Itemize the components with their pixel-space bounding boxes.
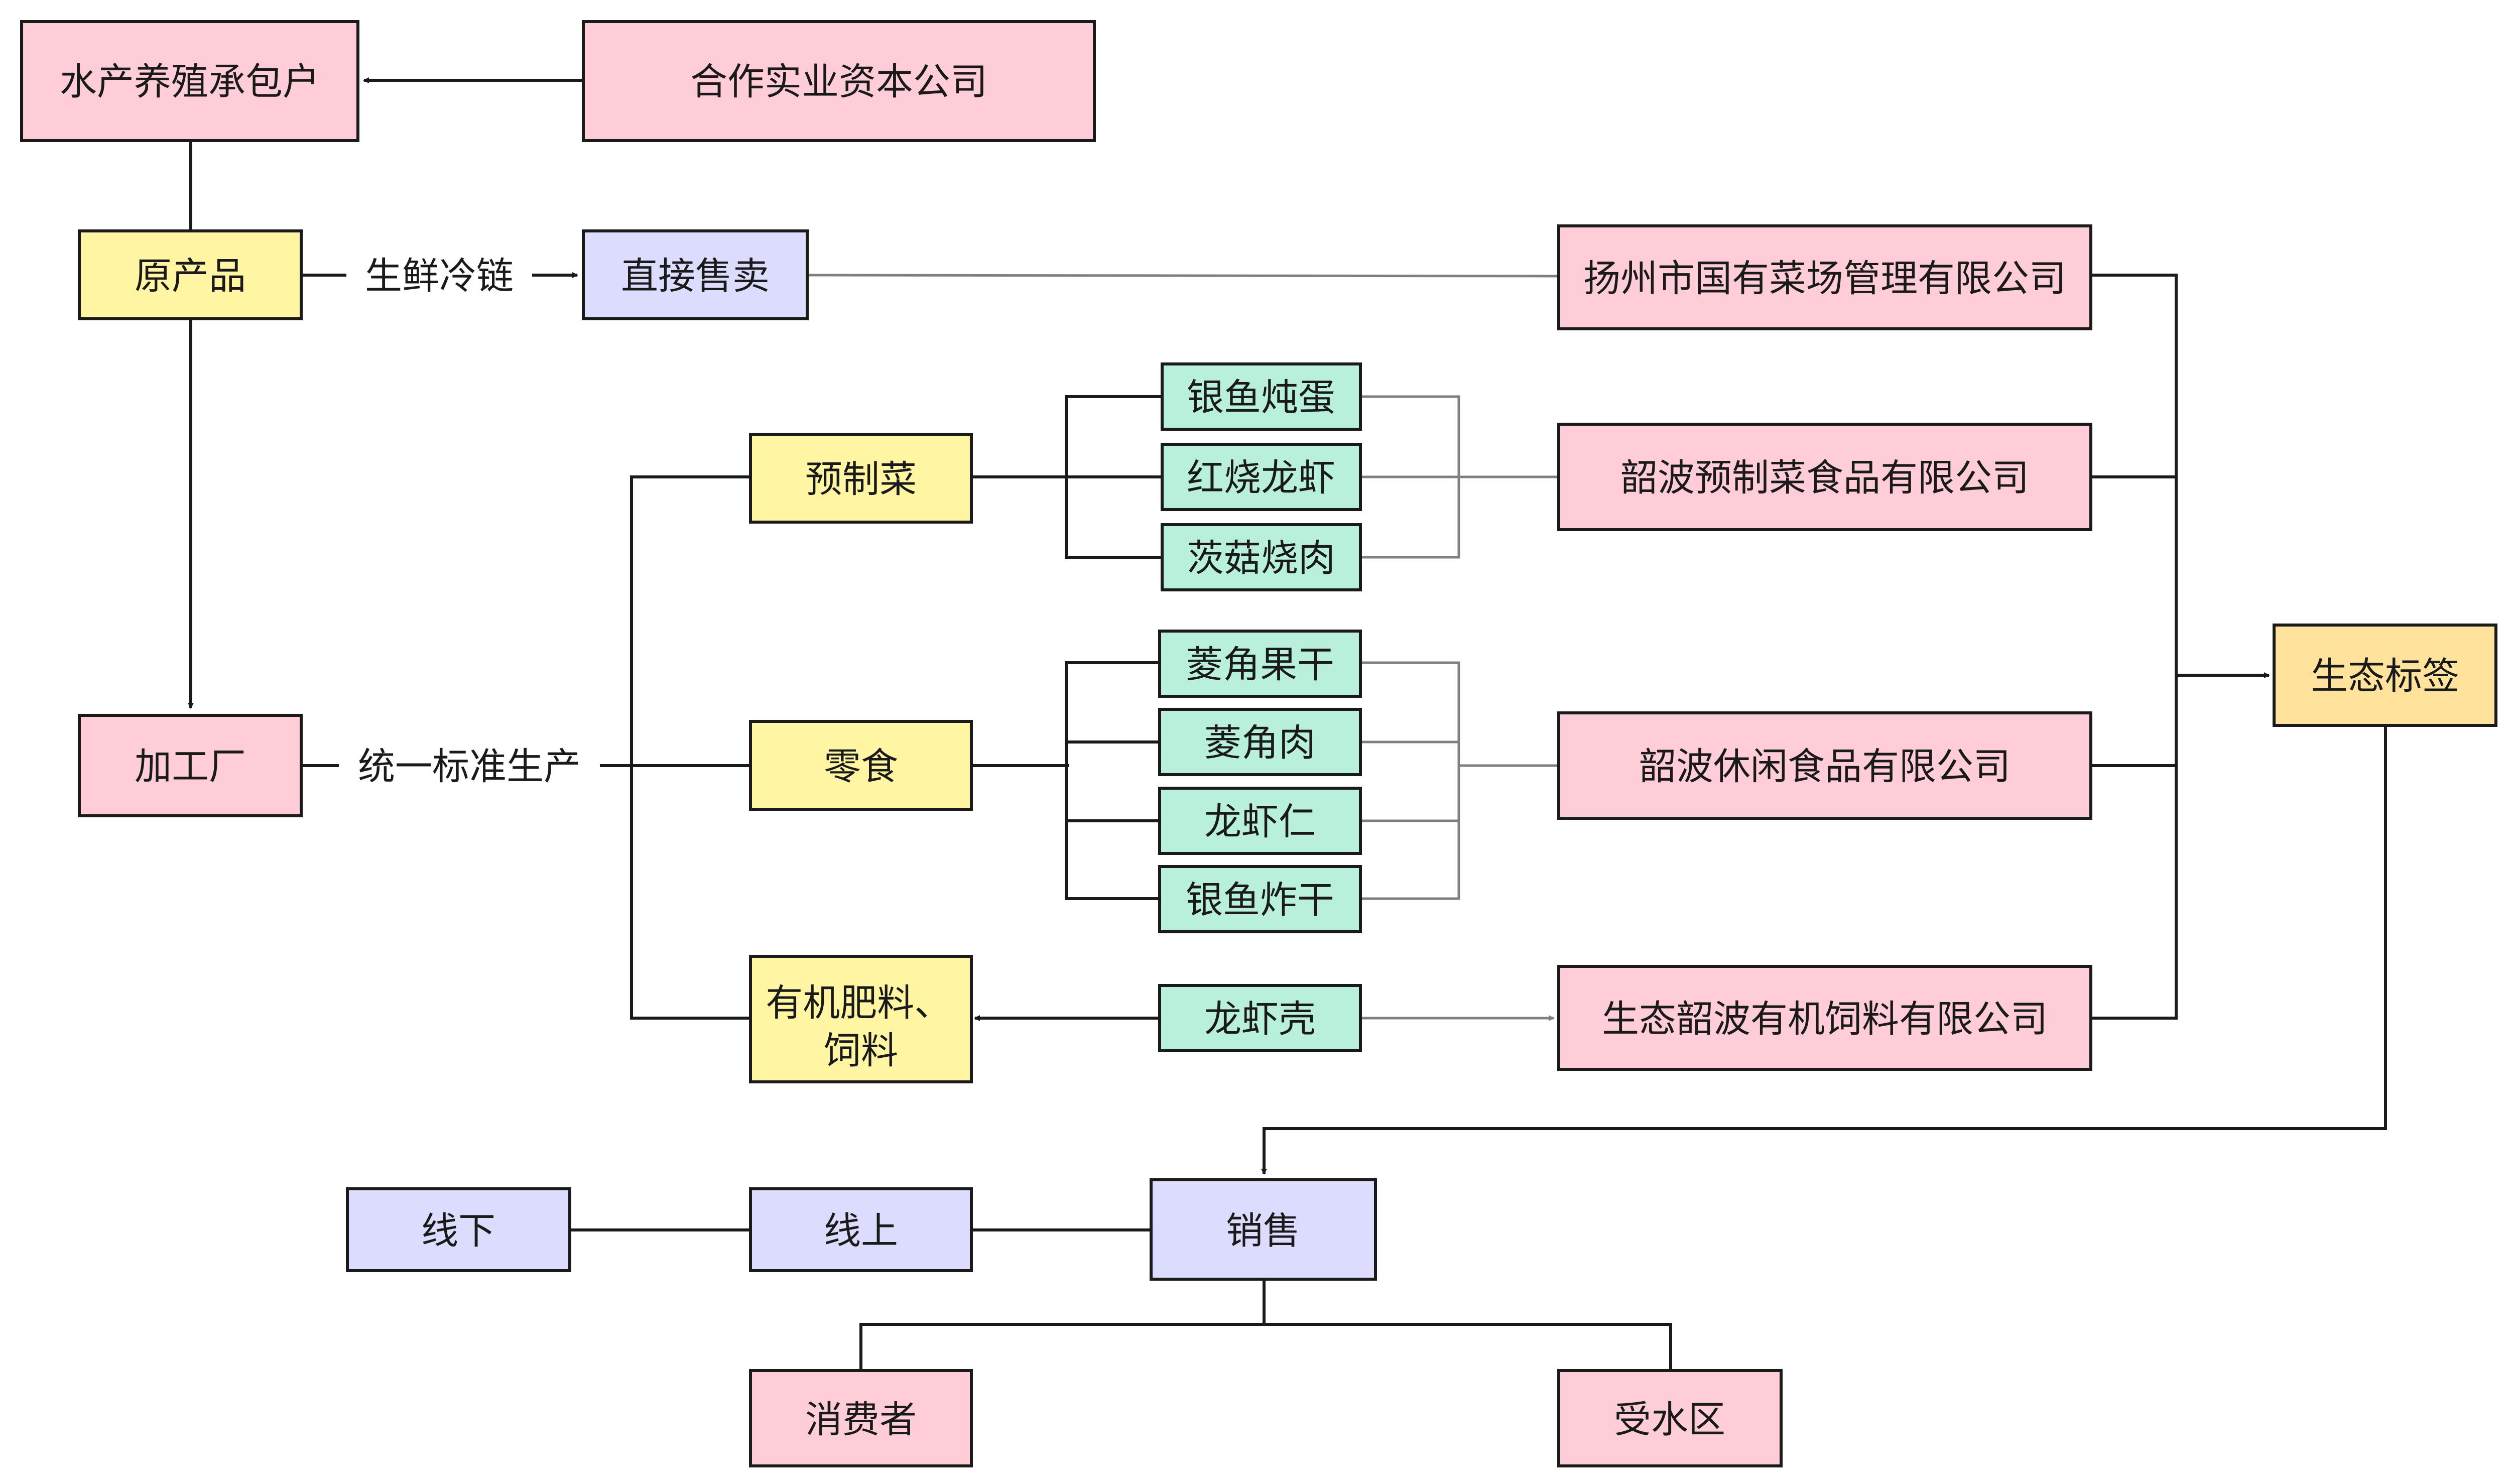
coldchain-label-bg	[346, 249, 532, 304]
edge-sales-to-consumers	[859, 1279, 1266, 1371]
direct-to-yangzhou	[807, 274, 1559, 278]
node-water-receiving-area-label: 受水区	[1614, 1398, 1725, 1441]
node-sales-label: 销售	[1226, 1209, 1300, 1253]
standard-label-bg	[339, 738, 600, 793]
node-shaobo-prepared-company[interactable]: 韶波预制菜食品有限公司	[1557, 423, 2092, 531]
nodes: 水产养殖承包户 合作实业资本公司 原产品 直接售卖 扬州市国有菜场管理有限公司 …	[20, 20, 2497, 1467]
node-yangzhou-company[interactable]: 扬州市国有菜场管理有限公司	[1557, 224, 2092, 330]
node-snacks[interactable]: 零食	[749, 720, 973, 811]
node-aquaculture[interactable]: 水产养殖承包户	[20, 20, 359, 142]
edge-sales-to-water	[1264, 1323, 1672, 1371]
node-offline[interactable]: 线下	[346, 1187, 571, 1272]
node-direct-sale-label: 直接售卖	[621, 255, 770, 298]
node-fertilizer-feed[interactable]: 有机肥料、 饲料	[749, 955, 973, 1083]
node-prepared-dishes-label: 预制菜	[805, 458, 917, 501]
node-capital[interactable]: 合作实业资本公司	[582, 20, 1096, 142]
standard-production-label: 统一标准生产	[358, 745, 581, 788]
node-shaobo-feed-company[interactable]: 生态韶波有机饲料有限公司	[1557, 965, 2092, 1071]
node-snack-water-caltrop-meat[interactable]: 菱角肉	[1158, 708, 1362, 776]
node-snacks-label: 零食	[824, 745, 898, 788]
node-fertilizer-feed-label: 有机肥料、 饲料	[766, 969, 963, 1072]
node-prepared-dishes[interactable]: 预制菜	[749, 433, 973, 524]
node-water-receiving-area[interactable]: 受水区	[1557, 1369, 1783, 1467]
cold-chain-label: 生鲜冷链	[365, 255, 514, 298]
node-direct-sale[interactable]: 直接售卖	[582, 229, 809, 320]
node-eco-label-text: 生态标签	[2311, 655, 2459, 698]
node-shaobo-leisure-company[interactable]: 韶波休闲食品有限公司	[1557, 711, 2092, 820]
edge-eco-to-sales	[1261, 723, 2387, 1175]
gray-connectors	[807, 274, 1559, 1021]
node-lobster-shell[interactable]: 龙虾壳	[1158, 984, 1362, 1052]
node-dish-silverfish-egg[interactable]: 银鱼炖蛋	[1161, 362, 1362, 431]
node-lobster-shell-label: 龙虾壳	[1204, 998, 1316, 1041]
node-capital-label: 合作实业资本公司	[690, 60, 987, 103]
node-raw-product-label: 原产品	[135, 255, 246, 298]
node-snack-water-caltrop-meat-label: 菱角肉	[1204, 721, 1316, 765]
node-shaobo-leisure-company-label: 韶波休闲食品有限公司	[1639, 745, 2011, 788]
node-dish-braised-lobster[interactable]: 红烧龙虾	[1161, 443, 1362, 511]
node-dish-arrowhead-pork-label: 茨菇烧肉	[1187, 537, 1335, 580]
connectors	[188, 77, 2387, 1371]
node-sales[interactable]: 销售	[1150, 1178, 1377, 1281]
node-snack-fried-silverfish[interactable]: 银鱼炸干	[1158, 865, 1362, 933]
node-snack-water-caltrop-dried-label: 菱角果干	[1186, 643, 1334, 686]
node-consumers-label: 消费者	[805, 1398, 917, 1441]
node-online[interactable]: 线上	[749, 1187, 973, 1272]
node-snack-fried-silverfish-label: 银鱼炸干	[1186, 879, 1334, 922]
node-factory[interactable]: 加工厂	[78, 714, 303, 817]
node-dish-braised-lobster-label: 红烧龙虾	[1187, 456, 1335, 500]
node-online-label: 线上	[824, 1209, 898, 1253]
node-eco-label[interactable]: 生态标签	[2273, 624, 2497, 727]
node-aquaculture-label: 水产养殖承包户	[60, 60, 320, 103]
node-shaobo-feed-company-label: 生态韶波有机饲料有限公司	[1602, 998, 2048, 1041]
node-snack-water-caltrop-dried[interactable]: 菱角果干	[1158, 630, 1362, 698]
node-offline-label: 线下	[421, 1209, 495, 1253]
node-dish-arrowhead-pork[interactable]: 茨菇烧肉	[1161, 523, 1362, 591]
node-yangzhou-company-label: 扬州市国有菜场管理有限公司	[1583, 257, 2066, 300]
node-snack-lobster-meat-label: 龙虾仁	[1204, 800, 1316, 843]
node-consumers[interactable]: 消费者	[749, 1369, 973, 1467]
node-dish-silverfish-egg-label: 银鱼炖蛋	[1187, 376, 1335, 419]
node-snack-lobster-meat[interactable]: 龙虾仁	[1158, 787, 1362, 855]
node-fertilizer-feed-line1: 有机肥料、	[766, 981, 951, 1025]
node-raw-product[interactable]: 原产品	[78, 229, 303, 320]
node-factory-label: 加工厂	[135, 745, 246, 788]
node-shaobo-prepared-company-label: 韶波预制菜食品有限公司	[1620, 456, 2029, 500]
node-fertilizer-feed-line2: 饲料	[824, 1029, 898, 1072]
